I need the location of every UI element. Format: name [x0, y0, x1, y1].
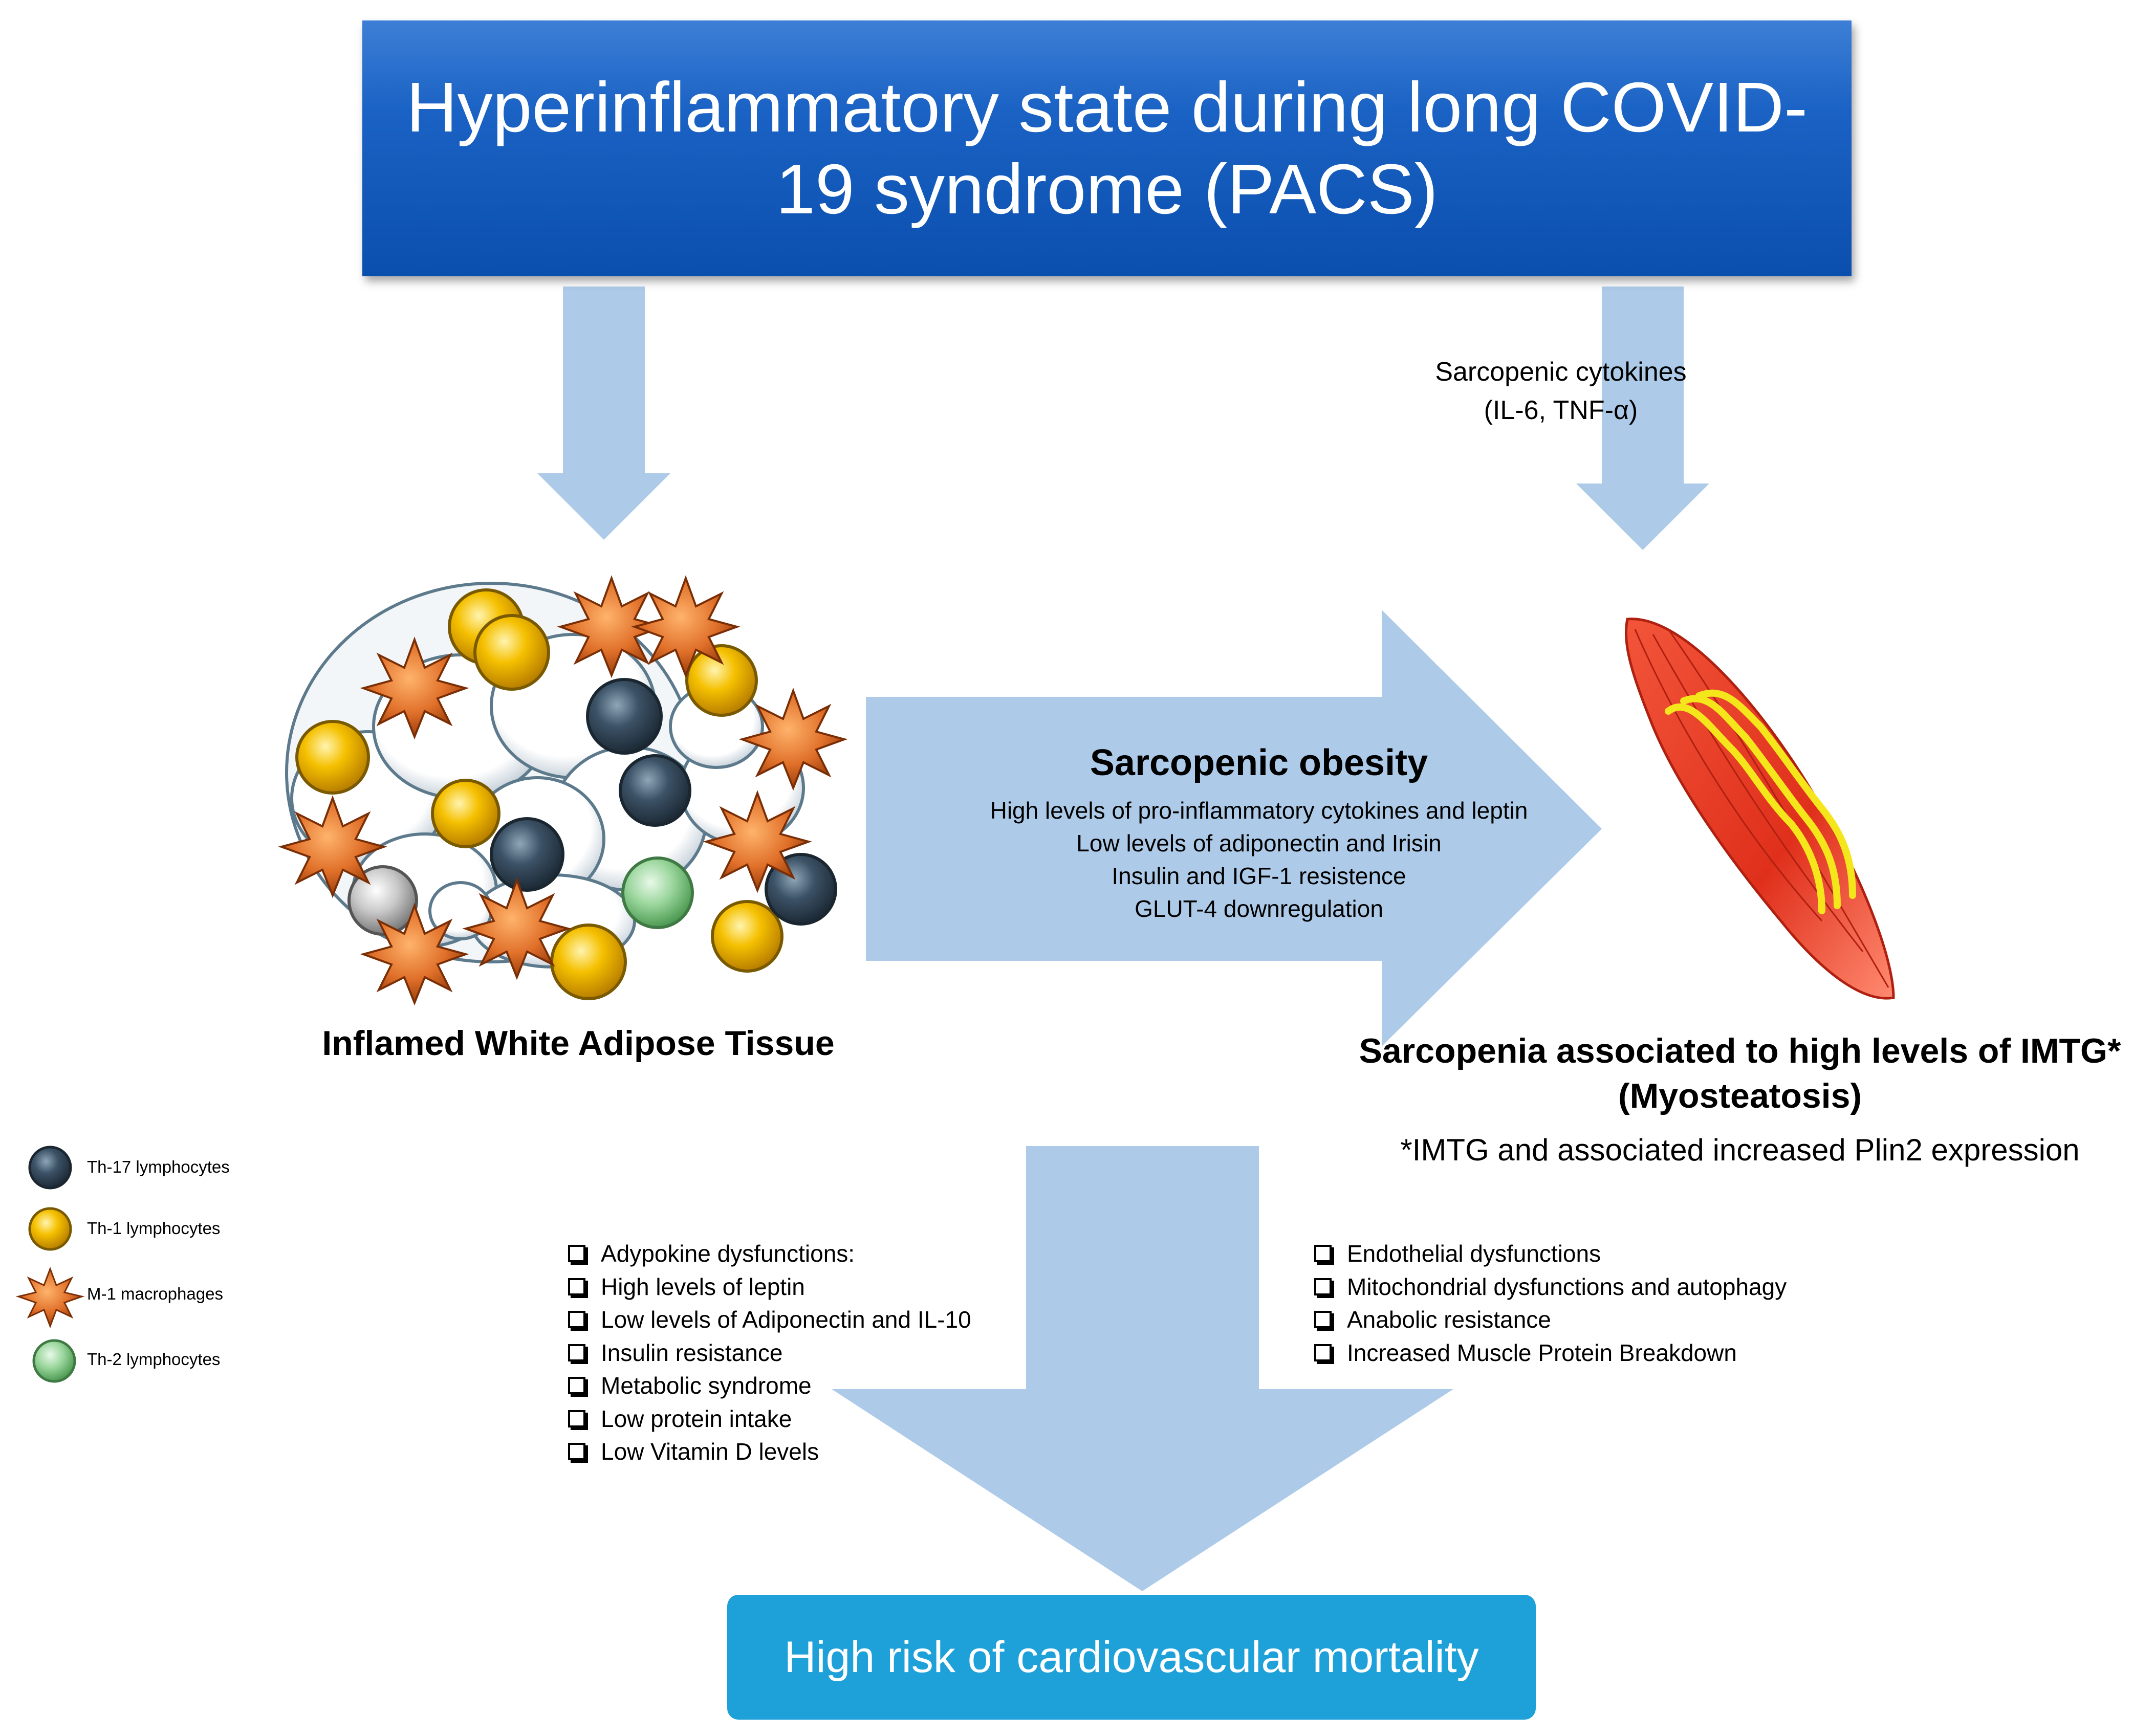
list-item: Adypokine dysfunctions:: [568, 1237, 971, 1270]
muscle-illustration: [1625, 618, 1895, 1000]
list-item: Metabolic syndrome: [568, 1369, 971, 1402]
checkbox-icon: [1314, 1278, 1332, 1295]
down-arrow-left: [537, 287, 670, 540]
legend-item-th17: Th-17 lymphocytes: [78, 1157, 230, 1177]
list-item: High levels of leptin: [568, 1270, 971, 1304]
legend-label: M-1 macrophages: [87, 1284, 223, 1303]
right-checklist: Endothelial dysfunctions Mitochondrial d…: [1314, 1237, 1787, 1369]
page-title: Hyperinflammatory state during long COVI…: [406, 68, 1808, 229]
checkbox-icon: [1314, 1344, 1332, 1361]
list-item: Increased Muscle Protein Breakdown: [1314, 1336, 1787, 1370]
list-item: Mitochondrial dysfunctions and autophagy: [1314, 1270, 1787, 1304]
cytokines-caption: Sarcopenic cytokines (IL-6, TNF-α): [1249, 353, 1873, 430]
outcome-box: High risk of cardiovascular mortality: [727, 1595, 1536, 1720]
list-item: Low Vitamin D levels: [568, 1435, 971, 1468]
legend-item-th2: Th-2 lymphocytes: [78, 1350, 220, 1369]
sarcopenia-title: Sarcopenia associated to high levels of …: [1331, 1028, 2149, 1119]
sarcopenia-title-line2: (Myosteatosis): [1618, 1076, 1862, 1116]
list-item: Anabolic resistance: [1314, 1303, 1787, 1336]
checkbox-icon: [568, 1311, 585, 1329]
sarcopenia-label: Sarcopenia associated to high levels of …: [1331, 1028, 2149, 1168]
down-arrow-right: [1576, 287, 1709, 550]
legend-label: Th-2 lymphocytes: [87, 1350, 221, 1369]
outcome-text: High risk of cardiovascular mortality: [784, 1632, 1479, 1682]
th17-cell-icon: [28, 1146, 72, 1190]
checkbox-icon: [1314, 1245, 1332, 1263]
sarcopenia-note: *IMTG and associated increased Plin2 exp…: [1400, 1132, 2080, 1167]
legend-item-th1: Th-1 lymphocytes: [78, 1219, 220, 1238]
list-item: Low protein intake: [568, 1402, 971, 1436]
legend-label: Th-17 lymphocytes: [87, 1157, 230, 1176]
adipose-tissue-illustration: [278, 575, 848, 1006]
macrophage-icon: [15, 1266, 85, 1329]
right-arrow: [866, 610, 1602, 1046]
list-item: Endothelial dysfunctions: [1314, 1237, 1787, 1270]
checkbox-icon: [568, 1278, 585, 1295]
title-box: Hyperinflammatory state during long COVI…: [362, 20, 1852, 276]
obesity-line: Insulin and IGF-1 resistence: [1112, 863, 1406, 889]
cytokines-line2: (IL-6, TNF-α): [1484, 395, 1638, 426]
sarcopenic-obesity-title: Sarcopenic obesity: [1090, 742, 1428, 783]
left-checklist: Adypokine dysfunctions: High levels of l…: [568, 1237, 971, 1468]
list-item: Low levels of Adiponectin and IL-10: [568, 1303, 971, 1336]
cytokines-line1: Sarcopenic cytokines: [1435, 357, 1687, 387]
big-down-arrow: [832, 1146, 1453, 1591]
obesity-line: GLUT-4 downregulation: [1135, 895, 1383, 922]
th1-cell-icon: [28, 1207, 72, 1251]
checkbox-icon: [568, 1344, 585, 1361]
obesity-line: Low levels of adiponectin and Irisin: [1076, 830, 1442, 856]
th2-cell-icon: [32, 1339, 76, 1383]
checkbox-icon: [568, 1443, 585, 1461]
legend-label: Th-1 lymphocytes: [87, 1219, 221, 1238]
checkbox-icon: [1314, 1311, 1332, 1329]
obesity-line: High levels of pro-inflammatory cytokine…: [990, 797, 1528, 824]
list-item: Insulin resistance: [568, 1336, 971, 1370]
checkbox-icon: [568, 1410, 585, 1427]
sarcopenia-title-line1: Sarcopenia associated to high levels of …: [1359, 1031, 2121, 1070]
legend-item-m1: M-1 macrophages: [78, 1284, 223, 1304]
sarcopenic-obesity-block: Sarcopenic obesity High levels of pro-in…: [870, 742, 1648, 925]
adipose-tissue-label: Inflamed White Adipose Tissue: [322, 1024, 835, 1063]
checkbox-icon: [568, 1377, 585, 1395]
checkbox-icon: [568, 1245, 585, 1263]
